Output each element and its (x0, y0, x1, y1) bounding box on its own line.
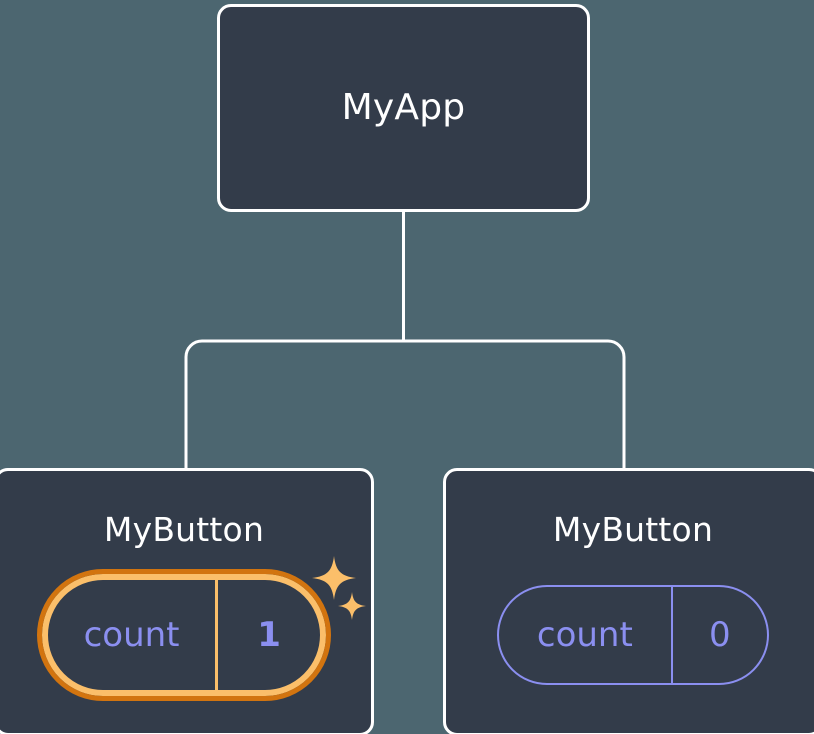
state-value-label: 1 (257, 615, 281, 655)
state-value-label: 0 (709, 615, 731, 655)
state-badge-wrapper-left: count 1 (37, 556, 366, 701)
node-title: MyButton (552, 510, 714, 549)
node-mybutton-right[interactable]: MyButton count 0 (443, 468, 814, 734)
node-mybutton-left[interactable]: MyButton count 1 (0, 468, 374, 734)
state-key-label: count (83, 615, 180, 655)
state-badge-divider (215, 580, 219, 690)
state-badge-plain[interactable]: count 0 (497, 585, 769, 685)
state-badge-divider (670, 587, 673, 683)
sparkle-small-icon (338, 592, 366, 620)
node-title: MyApp (341, 87, 466, 128)
state-badge-wrapper-right: count 0 (497, 585, 769, 685)
node-myapp[interactable]: MyApp (217, 4, 590, 212)
connector-branch-bar (184, 339, 626, 470)
node-title: MyButton (103, 510, 265, 549)
state-key-label: count (536, 615, 633, 655)
state-badge-highlighted[interactable]: count 1 (37, 569, 331, 701)
